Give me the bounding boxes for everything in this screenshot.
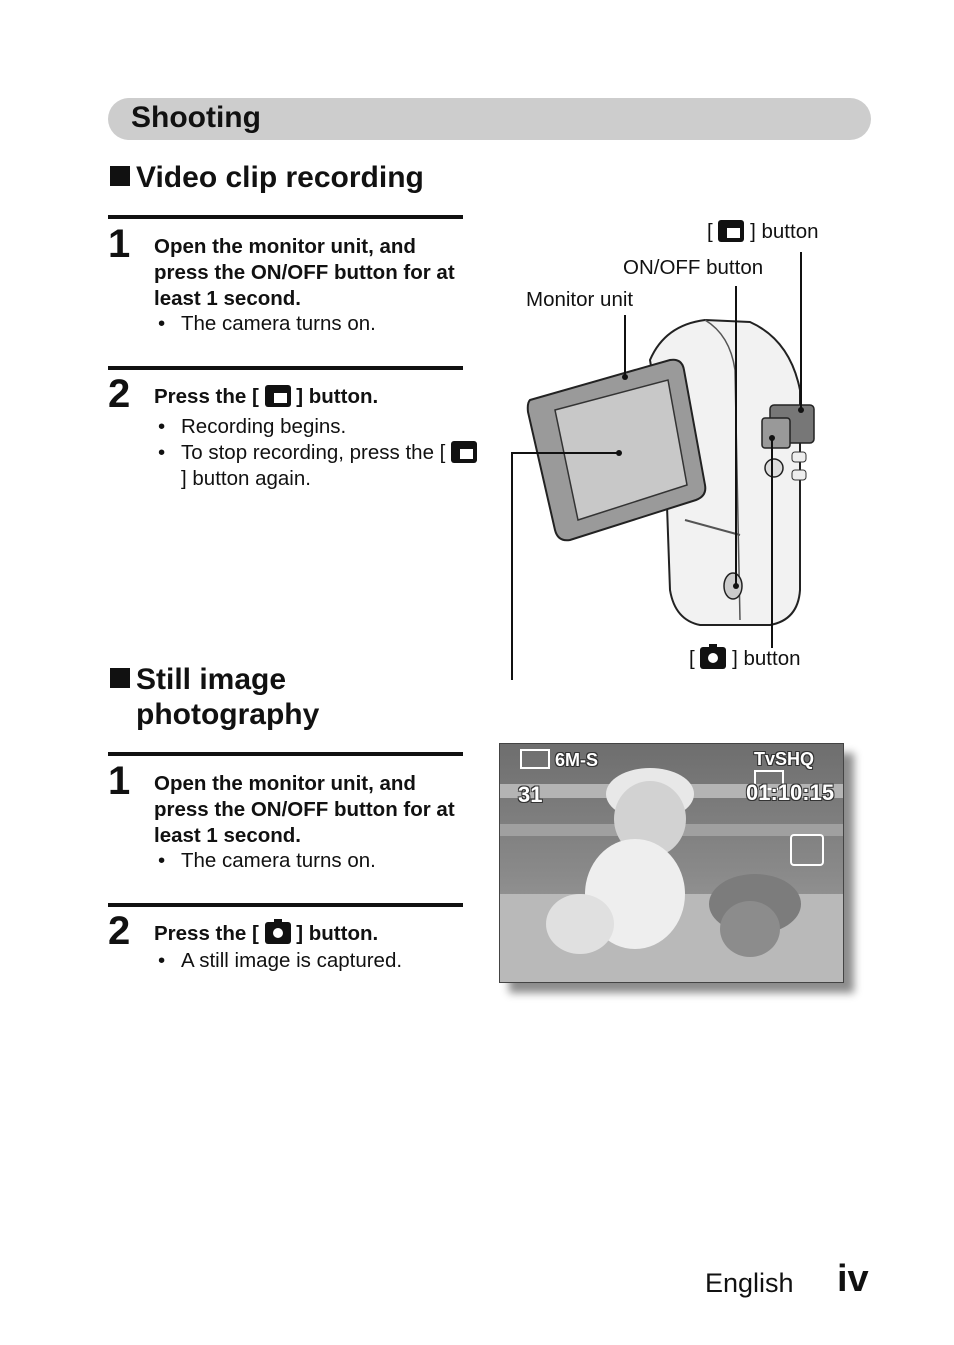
video-heading-text: Video clip recording — [136, 161, 424, 194]
divider — [108, 215, 463, 219]
step-bullet: •Recording begins. — [158, 415, 347, 438]
video-camera-icon — [264, 385, 291, 407]
section-title: Shooting — [131, 101, 261, 134]
step-number: 1 — [108, 222, 131, 266]
film-icon — [754, 770, 784, 790]
photo-scene — [500, 744, 843, 982]
section-bar — [108, 98, 871, 140]
footer-language: English — [705, 1268, 794, 1298]
step-instruction: Open the monitor unit, and press the ON/… — [154, 772, 455, 847]
photo-button-label: [ ] button — [689, 644, 801, 670]
divider — [108, 752, 463, 756]
divider — [108, 366, 463, 370]
step-bullet: •A still image is captured. — [158, 949, 403, 972]
camera-icon — [700, 644, 727, 669]
monitor-screen-photo: 6M-S TvSHQ 31 01:10:15 — [499, 743, 844, 983]
camera-illustration — [511, 252, 815, 680]
step-number: 2 — [108, 372, 131, 416]
still-heading: Still image — [110, 662, 286, 698]
camera-icon — [264, 919, 291, 944]
onoff-button-label: ON/OFF button — [623, 256, 764, 279]
stabilizer-icon — [790, 834, 824, 866]
square-bullet-icon — [110, 668, 130, 688]
divider — [108, 903, 463, 907]
recording-time: 01:10:15 — [746, 780, 835, 805]
square-bullet-icon — [110, 166, 130, 186]
step-bullet: •The camera turns on. — [158, 849, 376, 872]
shots-remaining: 31 — [518, 782, 543, 807]
video-button-label: [ ] button — [707, 220, 819, 243]
step-bullet: •To stop recording, press the [ ] button… — [158, 440, 481, 492]
step-bullet: •The camera turns on. — [158, 312, 376, 335]
record-mode-icon — [520, 749, 550, 769]
video-heading: Video clip recording — [110, 160, 424, 196]
step-number: 1 — [108, 759, 131, 803]
monitor-unit-label: Monitor unit — [526, 288, 634, 311]
step-instruction: Press the [ ] button. — [154, 385, 379, 408]
step-number: 2 — [108, 909, 131, 953]
step-instruction: Open the monitor unit, and press the ON/… — [154, 235, 455, 310]
video-camera-icon — [451, 441, 478, 463]
video-camera-icon — [718, 220, 745, 242]
still-heading-line1: Still image — [136, 663, 287, 696]
page-number: iv — [837, 1258, 869, 1300]
still-heading-line2: photography — [136, 698, 320, 731]
quality-indicator: TvSHQ — [754, 749, 843, 792]
step-instruction: Press the [ ] button. — [154, 919, 379, 945]
mode-indicator: 6M-S — [520, 749, 598, 771]
